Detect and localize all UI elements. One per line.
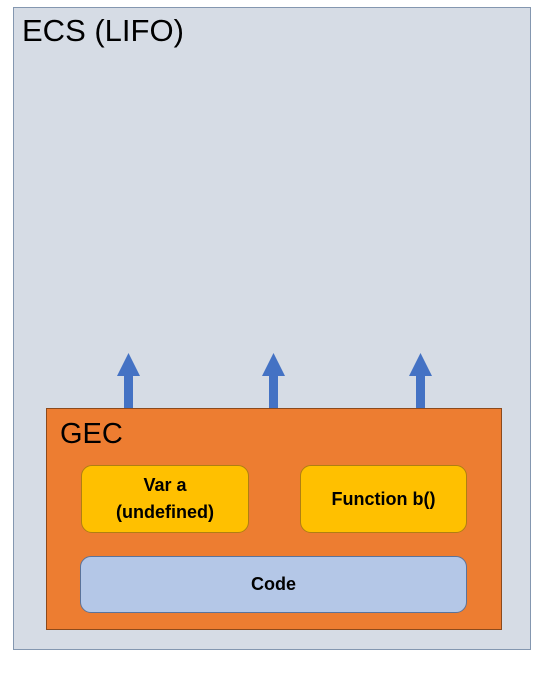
function-label: Function b()	[331, 488, 436, 509]
code-box: Code	[80, 556, 467, 613]
push-arrow-middle	[262, 353, 285, 408]
push-arrow-right	[409, 353, 432, 408]
push-arrow-left	[117, 353, 140, 408]
function-b-box: Function b()	[300, 465, 467, 533]
code-label: Code	[251, 574, 296, 594]
variable-name-label: Var a	[143, 475, 187, 495]
stack-title: ECS (LIFO)	[22, 13, 184, 48]
variable-a-box: Var a (undefined)	[81, 465, 249, 533]
variable-value-label: (undefined)	[116, 502, 214, 522]
gec-title: GEC	[60, 418, 123, 450]
